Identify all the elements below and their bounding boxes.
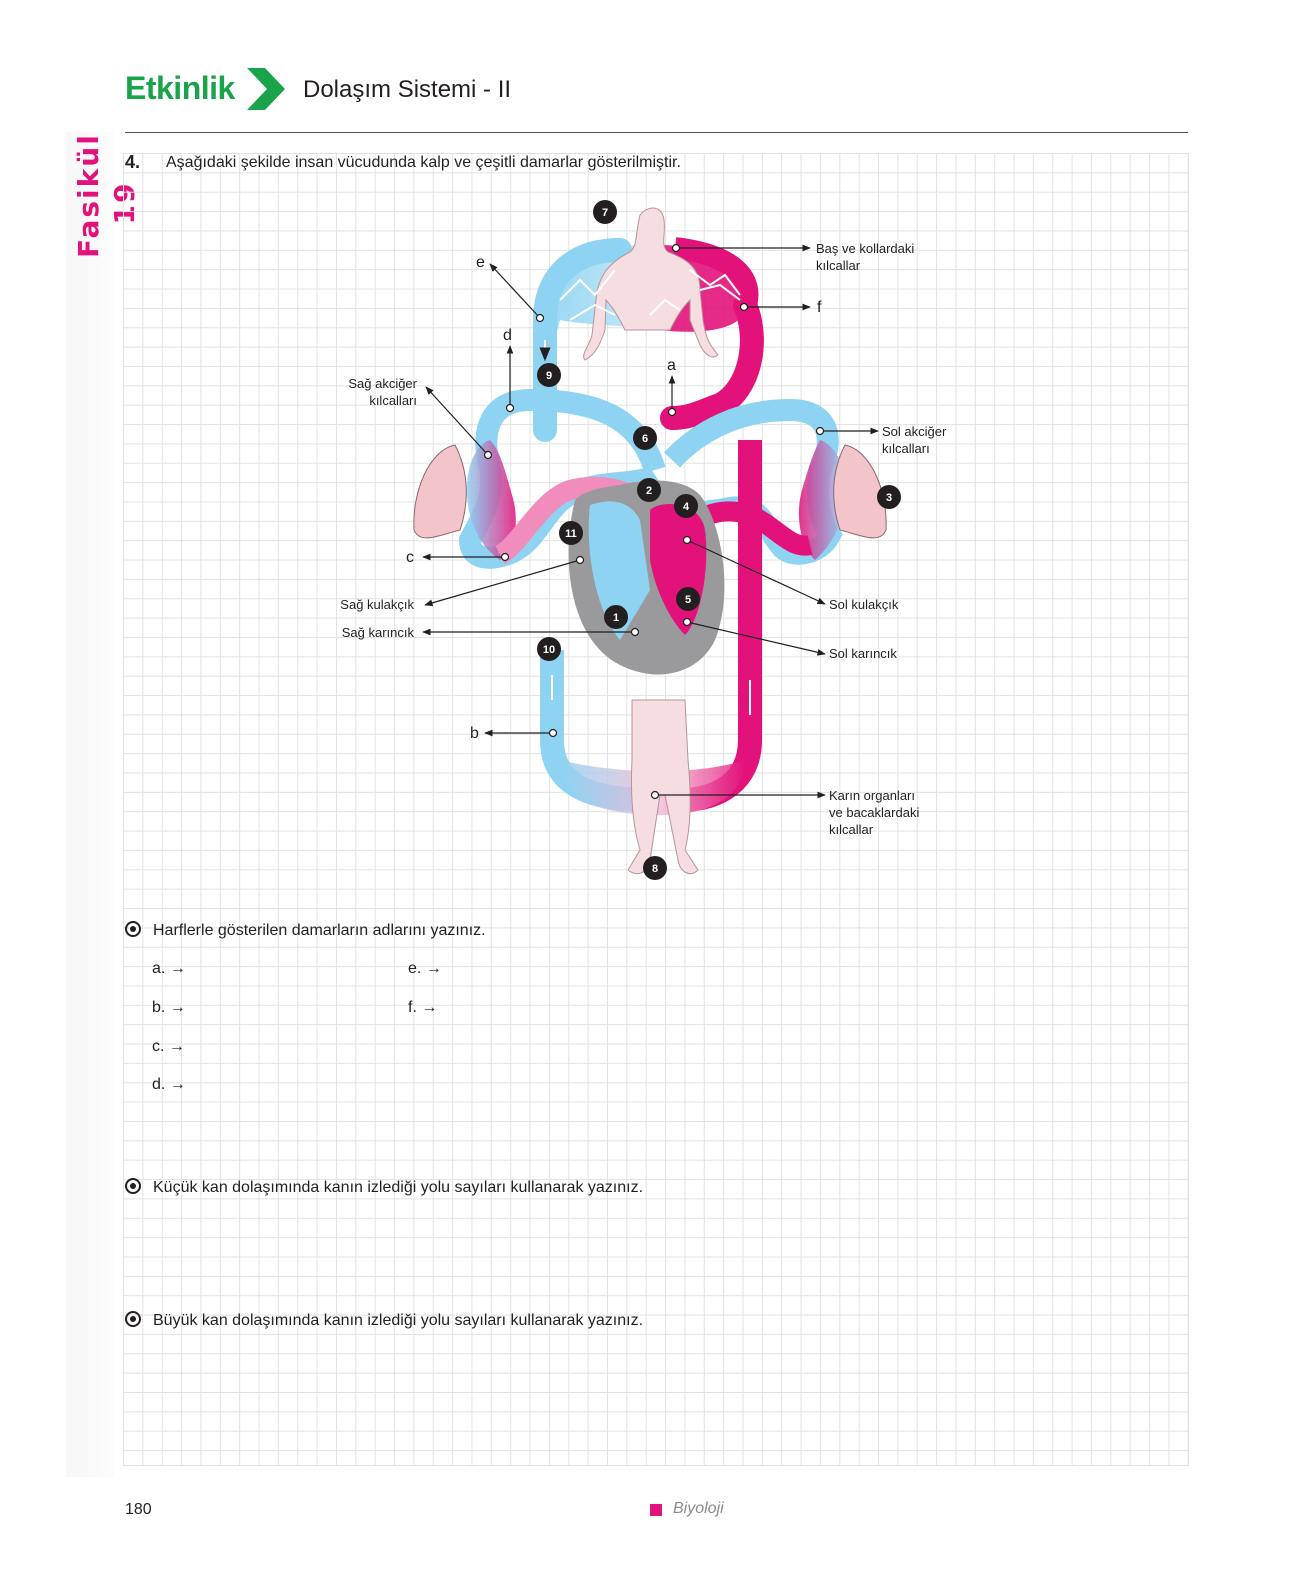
label-sol-akciger-1: Sol akciğer <box>882 424 947 439</box>
svg-text:7: 7 <box>602 207 608 219</box>
label-bas-kollar-2: kılcallar <box>816 258 861 273</box>
letter-d: d <box>503 327 512 344</box>
label-sag-kulakcik: Sağ kulakçık <box>340 597 414 612</box>
fasikul-label: Fasikül 19 <box>68 133 141 260</box>
answer-e[interactable]: e. → <box>408 960 442 977</box>
question-number: 4. <box>125 152 141 172</box>
svg-text:5: 5 <box>685 594 691 606</box>
target-bullet-icon <box>125 1311 141 1327</box>
badge-8: 8 <box>643 856 667 880</box>
question-text: Aşağıdaki şekilde insan vücudunda kalp v… <box>166 154 681 171</box>
label-karin-3: kılcallar <box>829 822 874 837</box>
left-lung-capillaries <box>798 440 846 560</box>
label-sag-karincik: Sağ karıncık <box>342 625 415 640</box>
superior-vena-cava <box>533 238 632 442</box>
badge-9: 9 <box>537 363 561 387</box>
letter-b: b <box>470 725 479 742</box>
badge-2: 2 <box>637 478 661 502</box>
circulatory-diagram: Baş ve kollardaki kılcallar Sağ akciğer … <box>340 200 947 880</box>
right-heart <box>588 501 650 640</box>
svg-text:4: 4 <box>683 501 690 513</box>
svg-text:1: 1 <box>613 612 619 624</box>
svg-text:3: 3 <box>886 492 892 504</box>
task-3-text: Büyük kan dolaşımında kanın izlediği yol… <box>153 1312 644 1329</box>
badge-3: 3 <box>877 485 901 509</box>
letter-f: f <box>817 299 822 316</box>
aorta-arch <box>660 293 764 430</box>
chevron-right-icon <box>247 68 285 110</box>
right-lung <box>413 444 467 539</box>
label-karin-2: ve bacaklardaki <box>829 805 919 820</box>
left-lung <box>833 444 887 539</box>
answer-d[interactable]: d. → <box>152 1076 186 1093</box>
label-sol-kulakcik: Sol kulakçık <box>829 597 899 612</box>
upper-body-figure <box>583 207 719 361</box>
head-capillary-mesh-left <box>559 269 616 321</box>
svg-text:9: 9 <box>546 370 552 382</box>
badge-11: 11 <box>559 521 583 545</box>
badge-1: 1 <box>604 605 628 629</box>
badge-4: 4 <box>674 494 698 518</box>
answer-c[interactable]: c. → <box>152 1038 185 1055</box>
target-bullet-icon <box>125 921 141 937</box>
label-bas-kollar-1: Baş ve kollardaki <box>816 241 914 256</box>
fasikul-text: Fasikül 19 <box>72 133 141 258</box>
answer-a[interactable]: a. → <box>152 960 186 977</box>
subject-square-icon <box>650 1504 662 1516</box>
label-sol-karincik: Sol karıncık <box>829 646 897 661</box>
letter-c: c <box>406 549 414 566</box>
letter-e: e <box>476 254 485 271</box>
aorta-to-head <box>673 237 759 312</box>
target-bullet-icon <box>125 1178 141 1194</box>
badge-6: 6 <box>633 426 657 450</box>
badge-10: 10 <box>537 637 561 661</box>
letter-a: a <box>667 357 676 374</box>
svg-text:8: 8 <box>652 863 658 875</box>
page-number: 180 <box>125 1501 152 1518</box>
activity-header: Etkinlik Dolaşım Sistemi - II <box>125 66 1185 116</box>
task-3: Büyük kan dolaşımında kanın izlediği yol… <box>125 1311 643 1330</box>
task-2-text: Küçük kan dolaşımında kanın izlediği yol… <box>153 1179 644 1196</box>
badge-7: 7 <box>593 200 617 224</box>
label-sag-akciger-2: kılcalları <box>369 393 417 408</box>
etkinlik-label: Etkinlik <box>125 70 235 106</box>
right-lung-capillaries <box>466 440 516 560</box>
label-sol-akciger-2: kılcalları <box>882 441 930 456</box>
task-1: Harflerle gösterilen damarların adlarını… <box>125 921 486 940</box>
svg-text:2: 2 <box>646 485 652 497</box>
label-karin-1: Karın organları <box>829 788 915 803</box>
badge-5: 5 <box>676 587 700 611</box>
subject-label: Biyoloji <box>673 1500 724 1517</box>
header-rule <box>125 132 1188 133</box>
answer-b[interactable]: b. → <box>152 999 186 1016</box>
lower-body-figure <box>627 699 699 875</box>
head-capillary-mesh-right <box>649 269 741 316</box>
page-title: Dolaşım Sistemi - II <box>303 76 512 103</box>
side-strip <box>66 132 114 1477</box>
task-1-text: Harflerle gösterilen damarların adlarını… <box>153 922 486 939</box>
label-sag-akciger-1: Sağ akciğer <box>348 376 417 391</box>
task-2: Küçük kan dolaşımında kanın izlediği yol… <box>125 1178 643 1197</box>
answer-f[interactable]: f. → <box>408 999 438 1016</box>
svg-text:6: 6 <box>642 433 648 445</box>
svg-text:10: 10 <box>543 644 555 656</box>
svg-text:11: 11 <box>565 528 577 540</box>
